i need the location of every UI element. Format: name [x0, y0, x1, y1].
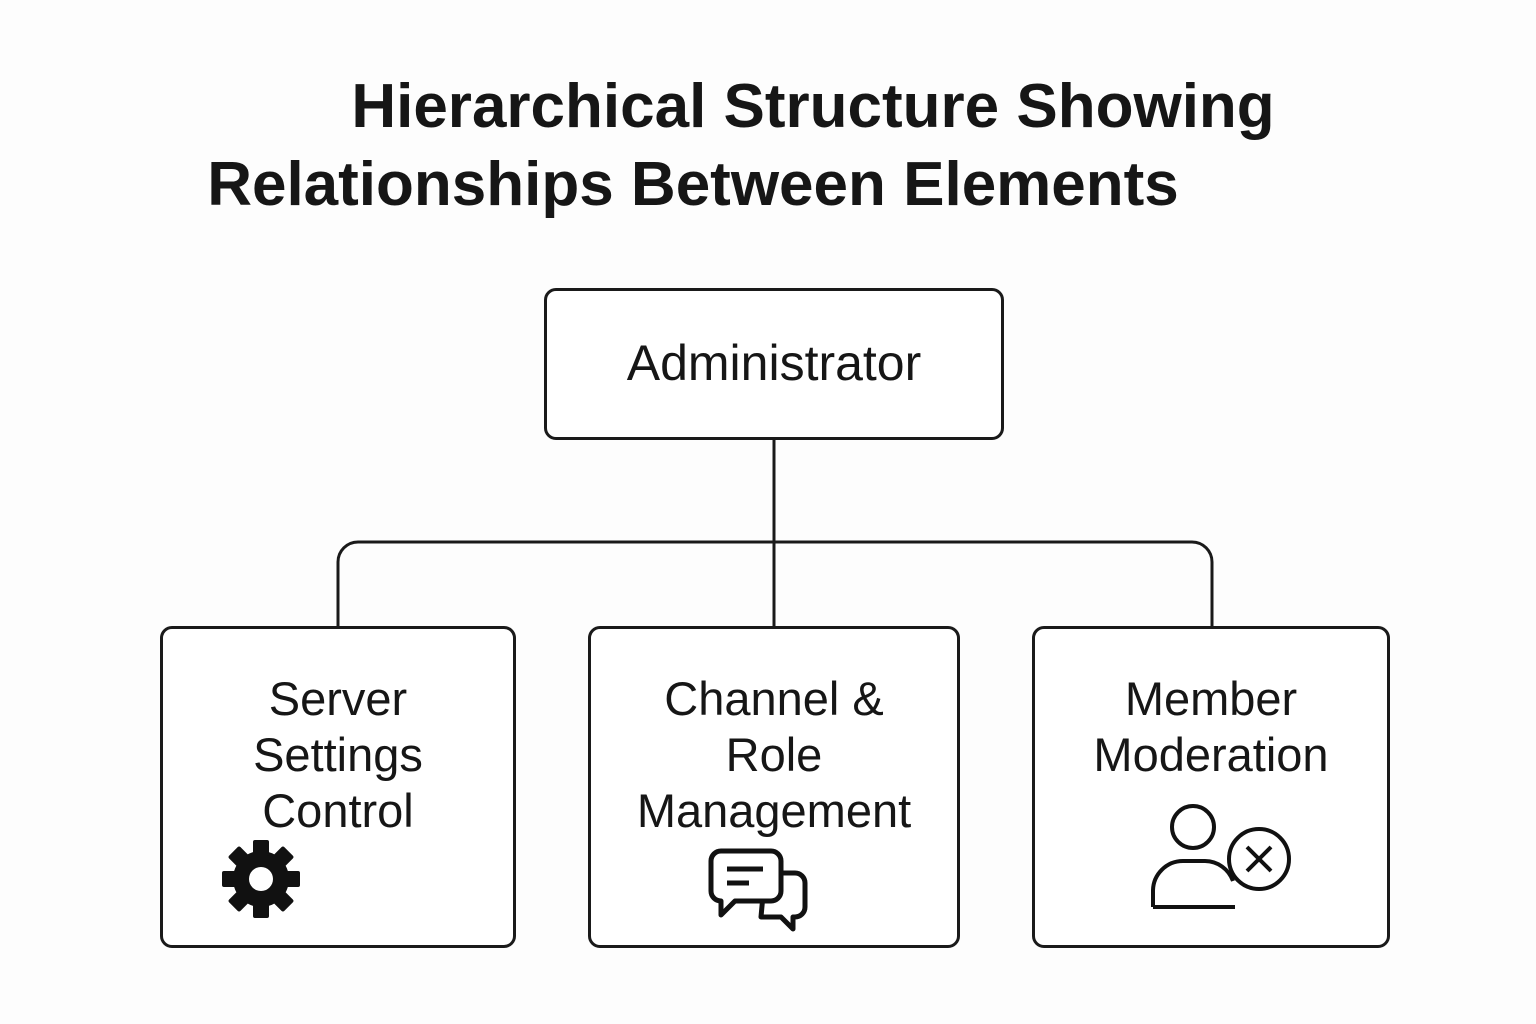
node-label: Channel & Role Management	[591, 671, 957, 839]
label-line: Management	[636, 784, 912, 837]
server-settings-node: Server Settings Control	[160, 626, 516, 948]
title-line-2: Relationships Between Elements	[207, 150, 1179, 219]
label-line: Server	[268, 672, 408, 725]
gear-icon	[222, 840, 300, 918]
title-line-1: Hierarchical Structure Showing	[351, 72, 1275, 141]
channel-role-node: Channel & Role Management	[588, 626, 960, 948]
label-line: Moderation	[1093, 728, 1329, 781]
label-line: Role	[725, 728, 823, 781]
label-line: Member	[1124, 672, 1298, 725]
diagram-title: Hierarchical Structure Showing Relations…	[0, 68, 1536, 224]
administrator-node: Administrator	[544, 288, 1004, 440]
member-moderation-node: Member Moderation	[1032, 626, 1390, 948]
user-remove-icon	[1151, 804, 1291, 909]
node-label: Member Moderation	[1035, 671, 1387, 783]
label-line: Settings	[253, 728, 423, 781]
label-line: Control	[262, 784, 414, 837]
chat-bubbles-icon	[708, 848, 808, 932]
label-line: Channel &	[664, 672, 884, 725]
node-label: Server Settings Control	[163, 671, 513, 839]
node-label: Administrator	[626, 335, 922, 391]
